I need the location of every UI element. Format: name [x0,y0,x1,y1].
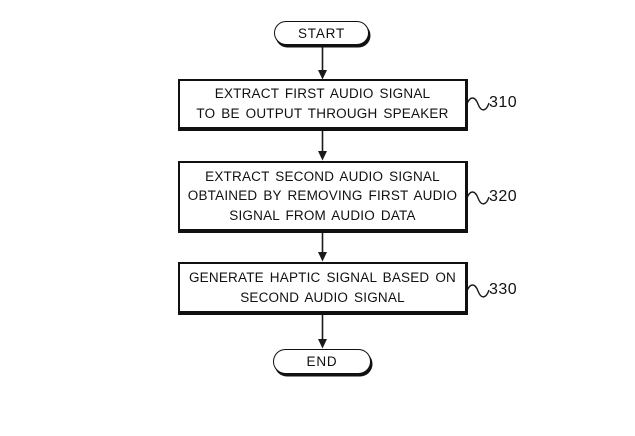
step-text: EXTRACT FIRST AUDIO SIGNAL TO BE OUTPUT … [196,86,449,121]
start-label: START [297,25,345,41]
arrow-step1-to-step2 [318,131,327,161]
step-text: EXTRACT SECOND AUDIO SIGNAL OBTAINED BY … [187,168,458,223]
ref-numeral-310: 310 [489,94,518,111]
start-terminal: START [274,21,369,45]
ref-squiggle-330 [466,284,490,298]
ref-numeral-330: 330 [489,281,518,298]
arrow-step2-to-step3 [318,233,327,262]
arrow-start-to-step1 [318,45,327,80]
ref-squiggle-320 [466,191,490,205]
process-step-generate-haptic: GENERATE HAPTIC SIGNAL BASED ON SECOND A… [178,262,468,315]
end-terminal: END [273,349,371,374]
process-step-extract-first-audio: EXTRACT FIRST AUDIO SIGNAL TO BE OUTPUT … [178,79,468,131]
end-label: END [306,354,338,369]
process-step-extract-second-audio: EXTRACT SECOND AUDIO SIGNAL OBTAINED BY … [178,161,468,233]
step-text: GENERATE HAPTIC SIGNAL BASED ON SECOND A… [188,269,456,305]
ref-squiggle-310 [466,97,490,111]
arrow-step3-to-end [318,315,327,349]
ref-numeral-320: 320 [489,188,518,205]
